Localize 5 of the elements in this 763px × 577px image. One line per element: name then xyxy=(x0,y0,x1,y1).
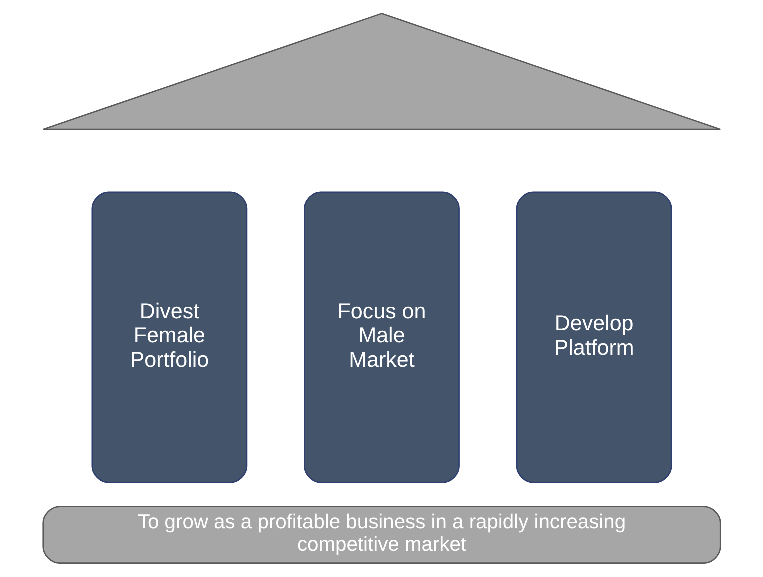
node-box: Develop Platform xyxy=(516,192,672,484)
node-triangle xyxy=(42,13,721,130)
node-box: Focus on Male Market xyxy=(304,192,460,484)
node-box: To grow as a profitable business in a rapidly increasing competitive market xyxy=(42,506,721,564)
node-box: Divest Female Portfolio xyxy=(91,192,248,484)
